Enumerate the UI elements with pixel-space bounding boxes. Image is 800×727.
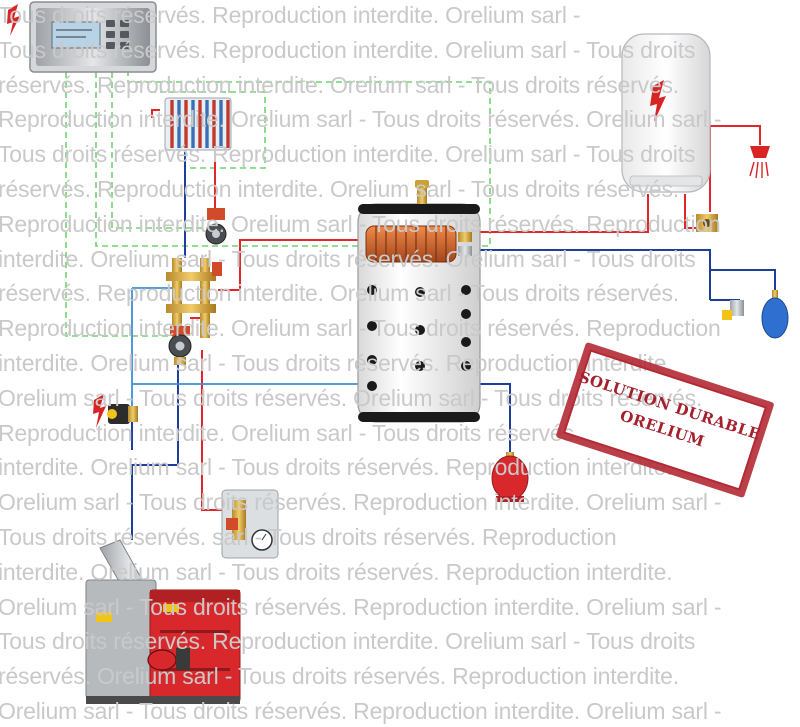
radiator (165, 98, 231, 150)
circulator-pump (206, 208, 226, 244)
safety-group (696, 214, 744, 320)
buffer-tank (358, 204, 480, 422)
circulator-pump (222, 490, 278, 558)
pellet-boiler (86, 540, 240, 704)
shower-head-icon (750, 146, 770, 178)
electric-water-heater (622, 34, 710, 192)
anti-condensation-valve (107, 404, 138, 424)
electric-warning-icon (93, 394, 106, 428)
expansion-vessel (762, 290, 788, 338)
electric-warning-icon (7, 4, 20, 36)
heat-exchanger-coil (366, 226, 456, 262)
expansion-vessel (492, 452, 528, 502)
thermostat-controller (30, 2, 156, 72)
air-vent (415, 180, 429, 204)
circulator-pump (169, 326, 191, 365)
